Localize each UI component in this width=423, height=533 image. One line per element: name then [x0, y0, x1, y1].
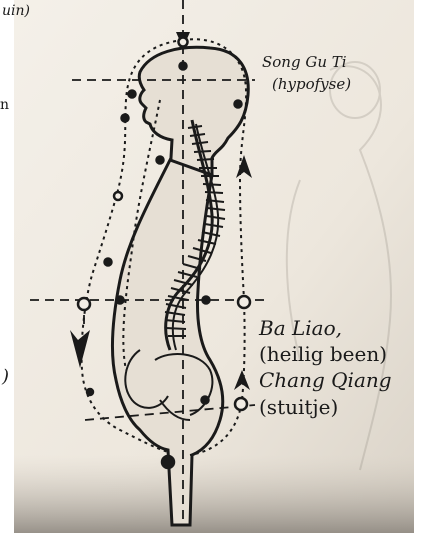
acupoint-song-gu-ti [235, 101, 242, 108]
acupoint-throat [157, 157, 164, 164]
left-edge-fragment-paren: ) [2, 368, 9, 386]
label-song-gu-ti: Song Gu Ti [262, 55, 347, 70]
label-hypofyse: (hypofyse) [272, 77, 351, 92]
acupoint-sacrum [202, 397, 209, 404]
acupoint-crown [179, 38, 188, 47]
acupoint-chest [114, 192, 122, 200]
acupoint-chang-qiang [235, 398, 247, 410]
label-ba-liao: Ba Liao, [259, 318, 342, 338]
acupoint-lower-abdomen [117, 297, 124, 304]
label-heilig-been: (heilig been) [259, 344, 387, 364]
label-chang-qiang: Chang Qiang [259, 370, 392, 390]
acupoint-forehead [180, 63, 187, 70]
acupoint-ba-liao [238, 296, 250, 308]
acupoint-pubic [87, 389, 93, 395]
acupoint-perineum [162, 456, 174, 468]
page-bottom-shadow [14, 455, 414, 533]
acupoint-mouth [122, 115, 129, 122]
cut-off-top-text: uin) [2, 4, 30, 18]
acupoint-face [129, 91, 136, 98]
acupoint-abdomen [105, 259, 112, 266]
acupoint-lumbar [203, 297, 210, 304]
left-edge-fragment-n: n [0, 98, 9, 112]
acupoint-navel-front [78, 298, 90, 310]
label-stuitje: (stuitje) [259, 397, 338, 417]
